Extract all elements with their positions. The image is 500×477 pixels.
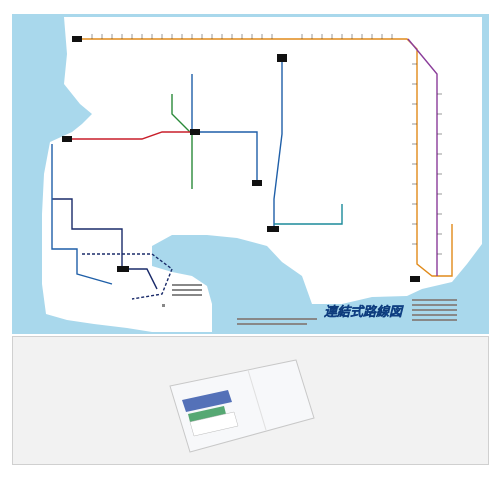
envelope-label-green — [188, 406, 226, 422]
line-southwest-dash — [82, 253, 173, 300]
envelope-flap-line — [247, 369, 267, 431]
envelope-label-blue — [182, 390, 232, 412]
line-green — [171, 94, 193, 189]
poster-title: 連結式路線図 — [324, 304, 404, 320]
line-central — [191, 74, 258, 184]
envelope-label-white — [189, 411, 239, 437]
station-ticks — [91, 34, 442, 255]
line-central-2 — [273, 59, 283, 229]
station-boxes — [62, 36, 420, 282]
line-eastern — [407, 38, 438, 276]
line-northern — [74, 38, 453, 277]
line-west-spur — [51, 144, 113, 285]
land-mass — [42, 17, 482, 332]
route-map-poster: 連結式路線図 — [12, 14, 489, 334]
line-southwest — [52, 198, 158, 290]
legend-blocks — [162, 284, 457, 325]
envelope-package — [169, 359, 315, 453]
line-teal — [274, 204, 343, 225]
line-western — [67, 131, 192, 140]
